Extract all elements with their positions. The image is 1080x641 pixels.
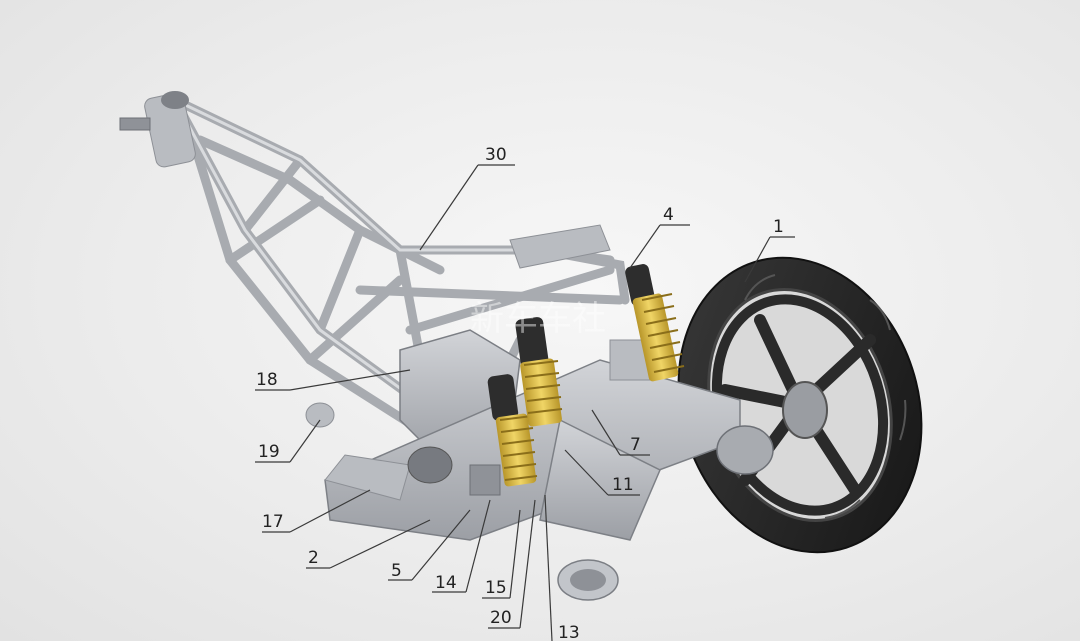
callout-20: 20 [490, 608, 512, 628]
callout-7: 7 [630, 435, 641, 455]
callout-30: 30 [485, 145, 507, 165]
callout-2: 2 [308, 548, 319, 568]
callout-19: 19 [258, 442, 280, 462]
callout-18: 18 [256, 370, 278, 390]
callout-15: 15 [485, 578, 507, 598]
callout-17: 17 [262, 512, 284, 532]
callout-4: 4 [663, 205, 674, 225]
callout-labels: 30 4 1 18 19 7 11 17 2 5 14 15 20 13 [256, 145, 784, 641]
callout-13: 13 [558, 623, 580, 641]
leader-lines [255, 164, 795, 641]
shock-absorber-left [487, 317, 563, 487]
callout-11: 11 [612, 475, 634, 495]
shock-absorber-right [625, 264, 685, 382]
callout-1: 1 [773, 217, 784, 237]
callout-14: 14 [435, 573, 457, 593]
watermark: 新车车社 [470, 299, 606, 339]
callout-5: 5 [391, 561, 402, 581]
